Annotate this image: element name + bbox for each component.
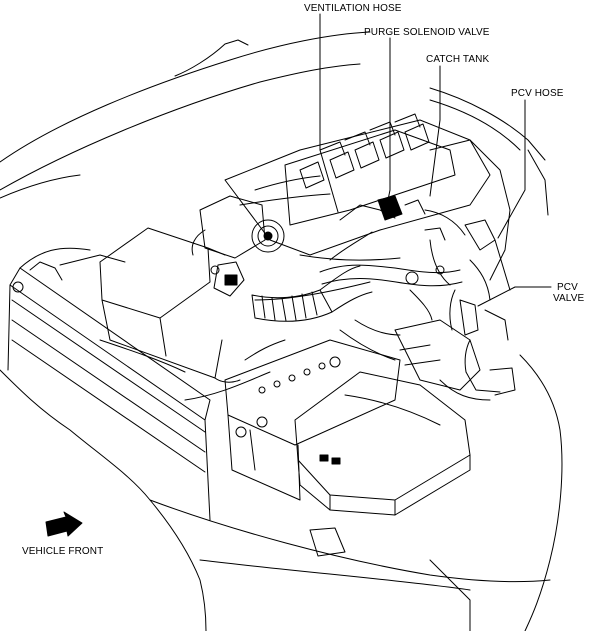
label-pcv-hose: PCV HOSE (511, 88, 564, 99)
catch-tank-leader (429, 65, 441, 197)
misc-lines (99, 319, 401, 401)
pcv-valve-leader (477, 286, 552, 307)
fuse-box (294, 371, 471, 516)
label-purge-solenoid-valve: PURGE SOLENOID VALVE (364, 27, 490, 38)
label-pcv-valve: PCV VALVE (553, 282, 584, 304)
pcv-hose-leader (497, 99, 526, 239)
label-ventilation-hose: VENTILATION HOSE (304, 3, 402, 14)
throttle-body (191, 195, 285, 297)
label-vehicle-front: VEHICLE FRONT (22, 546, 104, 557)
hood-outline (0, 31, 549, 216)
pcv-hose-routing (319, 195, 511, 393)
vehicle-front-arrow-icon (45, 511, 83, 537)
air-cleaner-box (99, 227, 241, 383)
cylinder-head-cover (224, 113, 491, 301)
label-pcv-valve-line1: PCV (557, 282, 578, 293)
leader-lines (319, 13, 552, 307)
ventilation-hose-leader (319, 13, 339, 213)
label-catch-tank: CATCH TANK (426, 54, 490, 65)
purge-solenoid-valve-leader (385, 37, 391, 211)
label-pcv-valve-line2: VALVE (553, 293, 585, 304)
radiator (7, 247, 247, 521)
intake-duct (251, 265, 373, 322)
fender-outline (0, 354, 563, 631)
engine-right-details (394, 139, 516, 401)
